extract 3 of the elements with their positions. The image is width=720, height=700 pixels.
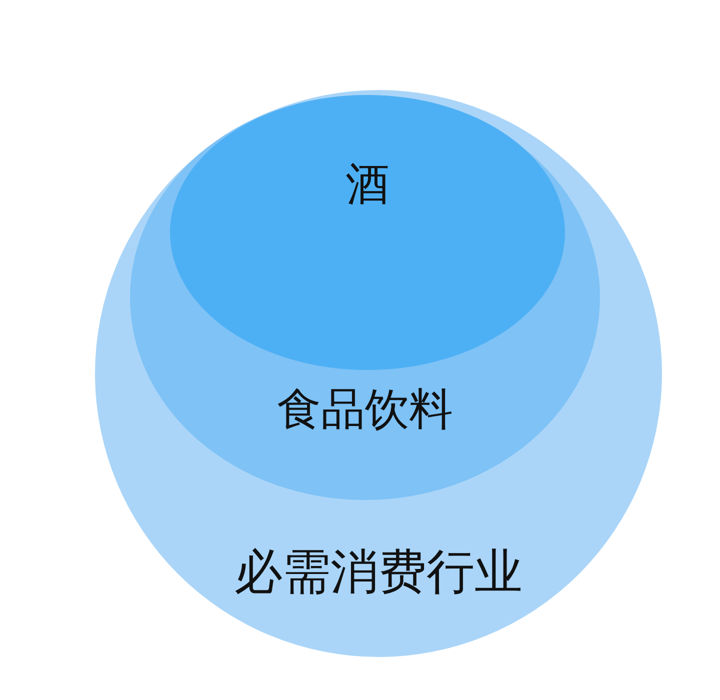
region-label: 食品饮料	[276, 388, 454, 432]
region-label: 酒	[344, 163, 390, 207]
region-label: 必需消费行业	[234, 548, 524, 596]
